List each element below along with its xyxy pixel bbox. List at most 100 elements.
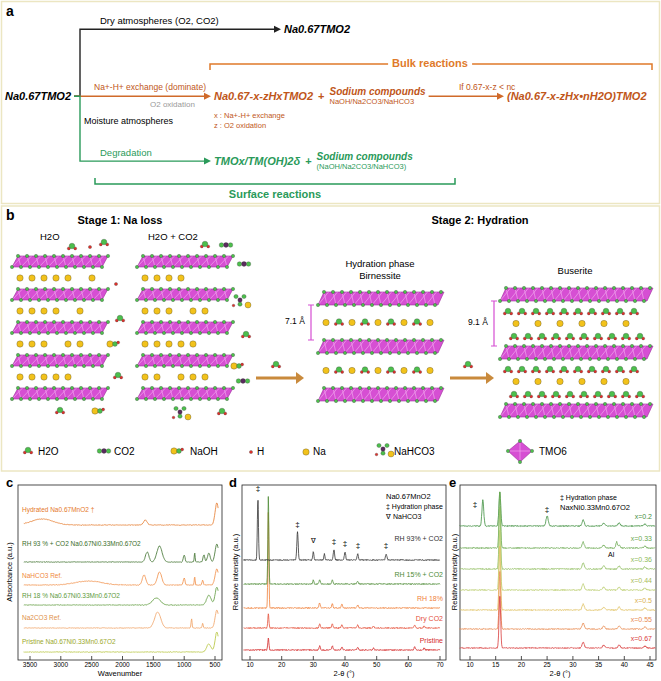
o-atom — [246, 262, 251, 267]
o-atom — [518, 439, 521, 442]
o-atom — [141, 254, 144, 257]
label-text: e — [449, 476, 456, 491]
octahedron-edge — [336, 340, 347, 353]
na-atom — [601, 320, 607, 326]
na-atom — [166, 275, 172, 281]
o-atom — [414, 319, 420, 325]
octahedron-edge — [617, 404, 628, 417]
o-atom — [222, 386, 225, 389]
octahedron-edge — [599, 404, 610, 417]
o-atom — [207, 397, 210, 400]
axis-tick — [345, 656, 346, 660]
o-atom — [388, 367, 394, 373]
o-atom — [52, 353, 55, 356]
formula-node: Na0.67TMO2 — [3, 89, 73, 104]
o-atom — [16, 287, 19, 290]
label-text: 30 — [310, 661, 317, 668]
o-atom — [19, 364, 22, 367]
na-atom — [323, 319, 329, 325]
o-atom — [433, 303, 436, 306]
o-atom — [100, 397, 103, 400]
axis-tick — [250, 656, 251, 660]
o-atom — [97, 254, 100, 257]
o-atom — [594, 344, 597, 347]
o-atom — [361, 399, 364, 402]
o-atom — [19, 265, 22, 268]
o-atom — [207, 364, 210, 367]
octahedron-edge — [545, 288, 556, 301]
o-atom — [439, 290, 442, 293]
tmo-layer — [316, 386, 444, 402]
axis-tick — [650, 656, 651, 660]
o-atom — [549, 344, 552, 347]
na-atom — [29, 275, 35, 281]
h-atom — [249, 450, 252, 453]
o-atom — [642, 415, 645, 418]
o-atom — [159, 287, 162, 290]
o-atom — [171, 265, 174, 268]
edge-label: Degradation — [100, 148, 152, 159]
o-atom — [567, 391, 573, 397]
label-text: Dry CO2 — [416, 615, 443, 623]
compound-list: NaOH/Na2CO3/NaHCO3 — [329, 98, 425, 107]
o-atom — [352, 399, 355, 402]
o-atom — [334, 399, 337, 402]
o-atom — [34, 287, 37, 290]
o-atom — [10, 397, 13, 400]
label-text: NaHCO3 Ref. — [22, 572, 62, 579]
octahedron-edge — [518, 346, 529, 359]
o-atom — [589, 308, 595, 314]
o-atom — [336, 319, 342, 325]
o-atom — [504, 344, 507, 347]
octahedron-edge — [509, 288, 520, 301]
axis-tick — [313, 656, 314, 660]
label-text: Surface reactions — [229, 188, 321, 201]
o-atom — [617, 308, 623, 314]
o-atom — [498, 415, 501, 418]
o-atom — [61, 353, 64, 356]
octahedron-edge — [372, 388, 383, 401]
compound-title: Sodium compounds — [329, 86, 425, 98]
tmo-layer — [10, 386, 109, 400]
na-atom — [202, 308, 208, 314]
o-atom — [630, 344, 633, 347]
formula-node: Na0.67-x-zHxTMO2+Sodium compoundsNaOH/Na… — [212, 85, 428, 107]
axis-tick — [624, 656, 625, 660]
octahedron-edge — [354, 292, 365, 305]
label-text: a — [6, 3, 14, 19]
o-atom — [421, 290, 424, 293]
o-atom — [213, 254, 216, 257]
label-text: ‡ — [384, 541, 388, 550]
label-text: 20 — [518, 661, 525, 668]
o-atom — [162, 298, 165, 301]
o-atom — [61, 320, 64, 323]
h-atom — [114, 282, 117, 285]
octahedron-edge — [635, 404, 646, 417]
o-atom — [331, 290, 334, 293]
label-text: Relative intensity (a.u.) — [232, 534, 241, 610]
o-atom — [198, 397, 201, 400]
o-atom — [168, 320, 171, 323]
h-atom — [102, 408, 105, 411]
o-atom — [91, 331, 94, 334]
axis-tick — [598, 656, 599, 660]
o-atom — [153, 265, 156, 268]
o-atom — [424, 351, 427, 354]
label-text: H2O + CO2 — [148, 232, 198, 243]
o-atom — [349, 386, 352, 389]
o-atom — [225, 397, 228, 400]
na-atom — [401, 319, 407, 325]
label-text: Pristine — [420, 637, 443, 645]
o-atom — [64, 331, 67, 334]
o-atom — [331, 338, 334, 341]
o-atom — [91, 397, 94, 400]
label-text: 20 — [278, 661, 285, 668]
tmo-layer — [316, 290, 444, 306]
o-atom — [603, 286, 606, 289]
tmo-layer — [135, 353, 234, 367]
o-atom — [518, 460, 521, 463]
o-atom — [25, 353, 28, 356]
o-atom — [334, 351, 337, 354]
o-atom — [406, 399, 409, 402]
o-atom — [570, 357, 573, 360]
